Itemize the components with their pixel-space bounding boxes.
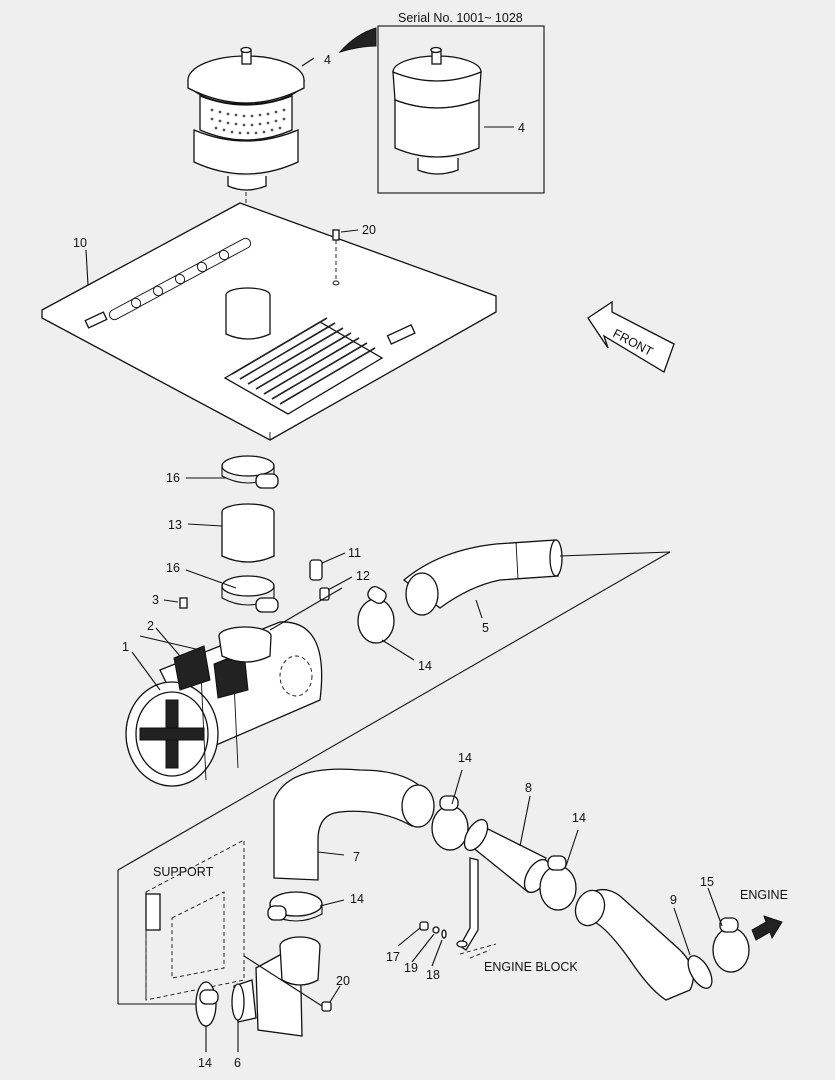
callout-2: 2: [147, 619, 154, 633]
callout-6: 6: [234, 1056, 241, 1070]
callout-17: 17: [386, 950, 400, 964]
callout-20-b: 20: [336, 974, 350, 988]
elbow-5: [402, 539, 563, 616]
serial-inset: [338, 25, 545, 194]
callout-14-c: 14: [572, 811, 586, 825]
callout-14-e: 14: [198, 1056, 212, 1070]
support-label: SUPPORT: [153, 865, 214, 879]
callout-12: 12: [356, 569, 370, 583]
precleaner-cap-main: [187, 46, 305, 288]
callout-19: 19: [404, 961, 418, 975]
callout-16-b: 16: [166, 561, 180, 575]
callout-15: 15: [700, 875, 714, 889]
callout-4-main: 4: [324, 53, 331, 67]
front-arrow: [587, 300, 675, 373]
inset-title: Serial No. 1001~ 1028: [398, 11, 523, 25]
pipe-9: [574, 888, 713, 1001]
hose-13: [221, 503, 275, 563]
leader-lines: [117, 57, 671, 1005]
clamp-14-elbow6: [195, 981, 219, 1027]
support-plate: [145, 839, 245, 1001]
callout-18: 18: [426, 968, 440, 982]
clamp-14-pipe7: [431, 795, 469, 851]
bolt-20-lower: [243, 955, 332, 1012]
callout-14-b: 14: [458, 751, 472, 765]
callout-5: 5: [482, 621, 489, 635]
hood-panel: [41, 202, 497, 441]
callout-1: 1: [122, 640, 129, 654]
callout-14-a: 14: [418, 659, 432, 673]
callout-10: 10: [73, 236, 87, 250]
callout-11: 11: [348, 546, 361, 560]
air-cleaner-body: [125, 559, 330, 787]
callout-7: 7: [353, 850, 360, 864]
clamp-15: [712, 917, 750, 973]
clamp-16-upper: [221, 455, 279, 489]
callout-4-inset: 4: [518, 121, 525, 135]
clamp-14-pipe8: [539, 855, 577, 911]
clamp-14-lower: [267, 891, 323, 922]
callout-16-a: 16: [166, 471, 180, 485]
callout-20-a: 20: [362, 223, 376, 237]
callout-14-d: 14: [350, 892, 364, 906]
elbow-6: [231, 936, 321, 1037]
engine-block-label: ENGINE BLOCK: [484, 960, 578, 974]
callout-3: 3: [152, 593, 159, 607]
pipe-7: [273, 768, 435, 881]
engine-arrow: [751, 915, 783, 941]
callout-13: 13: [168, 518, 182, 532]
callout-9: 9: [670, 893, 677, 907]
leader-lines-lower: [205, 769, 723, 1052]
clamp-14-elbow5: [357, 585, 395, 644]
hardware-17-18-19: [419, 921, 447, 939]
callout-8: 8: [525, 781, 532, 795]
clamp-16-lower: [221, 575, 279, 613]
bracket-engine-block: [456, 857, 497, 959]
engine-label: ENGINE: [740, 888, 788, 902]
